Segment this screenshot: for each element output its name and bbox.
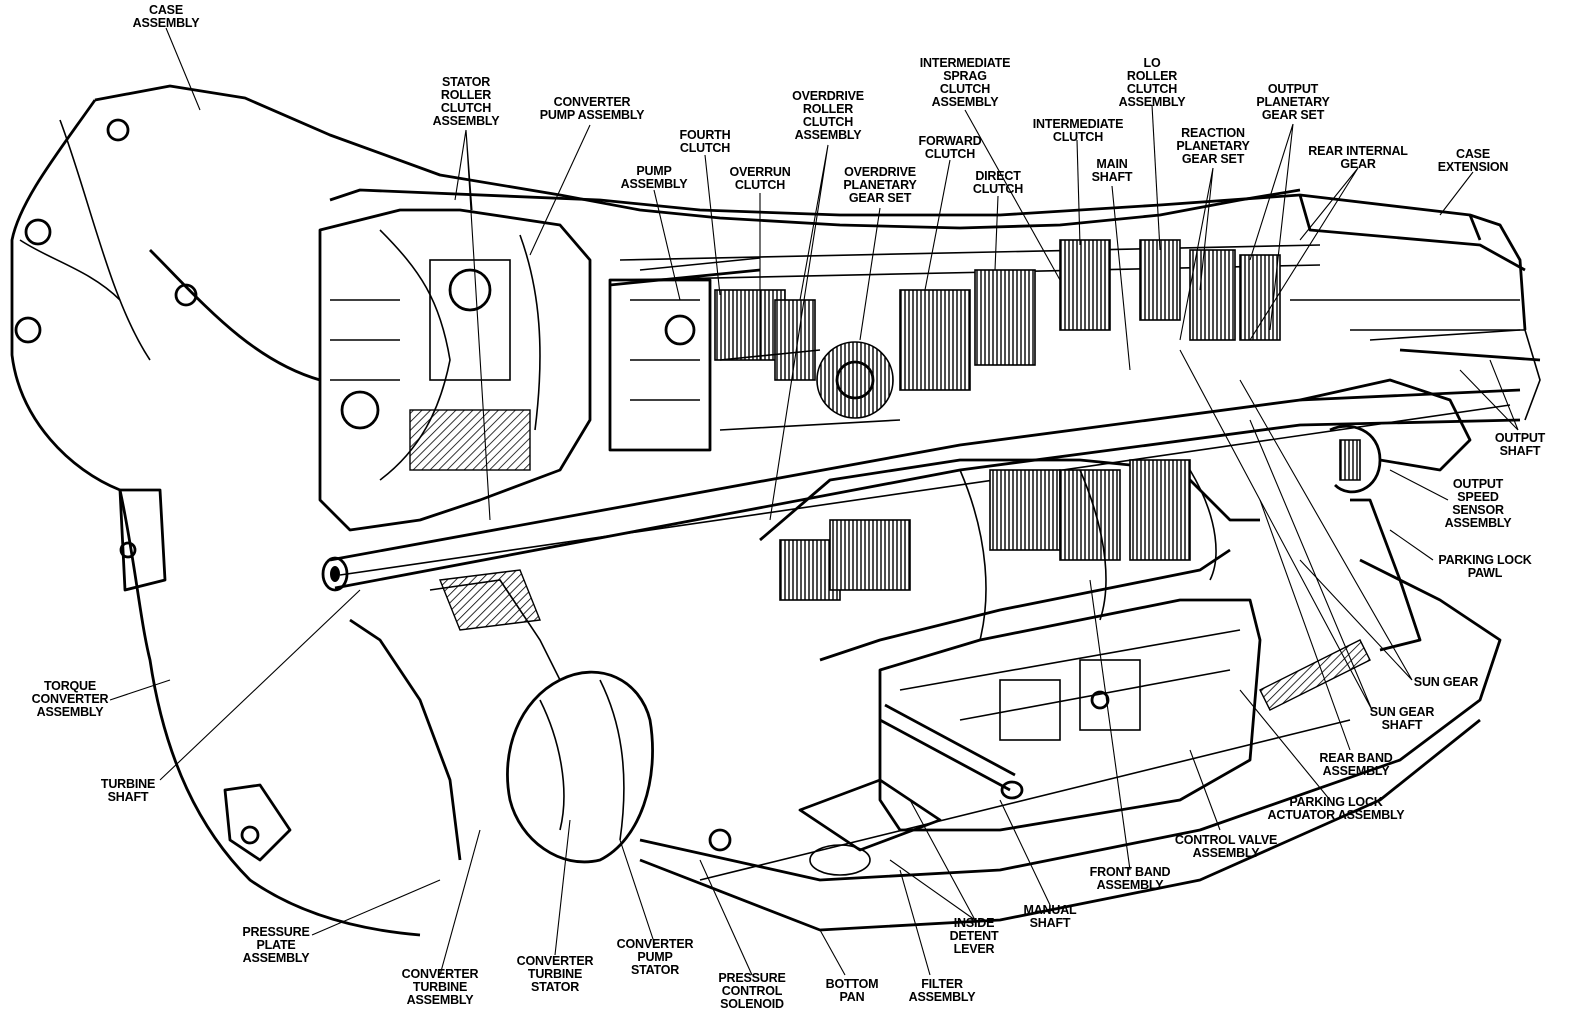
label-rear-internal-gear: REAR INTERNAL GEAR [1308, 144, 1408, 171]
leader-lines [109, 27, 1519, 976]
main-shaft-drawing [321, 388, 1521, 592]
label-case-extension: CASE EXTENSION [1437, 147, 1509, 174]
filter-manual-shaft [798, 703, 1024, 852]
label-overdrive-planetary: OVERDRIVE PLANETARY GEAR SET [843, 165, 917, 205]
label-output-planetary: OUTPUT PLANETARY GEAR SET [1256, 82, 1330, 122]
valve-body [878, 598, 1262, 832]
label-rear-band-assembly: REAR BAND ASSEMBLY [1319, 751, 1393, 778]
lower-clutch-drums [759, 458, 1260, 662]
upper-clutch-packs [714, 239, 1281, 431]
label-control-valve-assembly: CONTROL VALVE ASSEMBLY [1174, 833, 1278, 860]
oil-pan [639, 558, 1502, 932]
label-turbine-shaft: TURBINE SHAFT [100, 777, 156, 804]
pump-assembly-drawing [608, 257, 761, 452]
label-converter-turbine-assembly: CONVERTER TURBINE ASSEMBLY [401, 967, 479, 1007]
pump-converter-section [318, 208, 592, 532]
label-intermediate-clutch: INTERMEDIATE CLUTCH [1032, 117, 1124, 144]
label-sun-gear: SUN GEAR [1413, 675, 1479, 689]
label-pump-assembly: PUMP ASSEMBLY [620, 164, 688, 191]
label-output-shaft: OUTPUT SHAFT [1494, 431, 1546, 458]
label-intermediate-sprag: INTERMEDIATE SPRAG CLUTCH ASSEMBLY [919, 56, 1011, 109]
label-main-shaft: MAIN SHAFT [1091, 157, 1133, 184]
case-housing-outline [10, 84, 1301, 937]
label-direct-clutch: DIRECT CLUTCH [972, 169, 1024, 196]
label-sun-gear-shaft: SUN GEAR SHAFT [1369, 705, 1435, 732]
label-converter-pump-stator: CONVERTER PUMP STATOR [616, 937, 694, 977]
label-pressure-control-solenoid: PRESSURE CONTROL SOLENOID [718, 971, 786, 1011]
label-forward-clutch: FORWARD CLUTCH [918, 134, 982, 161]
label-front-band-assembly: FRONT BAND ASSEMBLY [1089, 865, 1171, 892]
label-converter-pump-assembly: CONVERTER PUMP ASSEMBLY [539, 95, 645, 122]
label-inside-detent-lever: INSIDE DETENT LEVER [949, 916, 999, 956]
label-fourth-clutch: FOURTH CLUTCH [679, 128, 731, 155]
label-output-speed-sensor: OUTPUT SPEED SENSOR ASSEMBLY [1444, 477, 1512, 530]
label-filter-assembly: FILTER ASSEMBLY [908, 977, 976, 1004]
label-converter-turbine-stator: CONVERTER TURBINE STATOR [516, 954, 594, 994]
label-manual-shaft: MANUAL SHAFT [1023, 903, 1077, 930]
extension-output [1290, 299, 1521, 652]
label-lo-roller-clutch: LO ROLLER CLUTCH ASSEMBLY [1118, 56, 1186, 109]
label-bottom-pan: BOTTOM PAN [825, 977, 879, 1004]
label-overrun-clutch: OVERRUN CLUTCH [729, 165, 791, 192]
label-parking-lock-actuator: PARKING LOCK ACTUATOR ASSEMBLY [1267, 795, 1405, 822]
turbine-lower [349, 569, 732, 864]
label-torque-converter-assembly: TORQUE CONVERTER ASSEMBLY [31, 679, 109, 719]
label-case-assembly-top: CASE ASSEMBLY [132, 3, 200, 30]
label-pressure-plate-assembly: PRESSURE PLATE ASSEMBLY [242, 925, 310, 965]
label-parking-lock-pawl: PARKING LOCK PAWL [1438, 553, 1532, 580]
label-reaction-planetary: REACTION PLANETARY GEAR SET [1176, 126, 1250, 166]
label-stator-roller-clutch: STATOR ROLLER CLUTCH ASSEMBLY [432, 75, 500, 128]
label-overdrive-roller-clutch: OVERDRIVE ROLLER CLUTCH ASSEMBLY [792, 89, 864, 142]
